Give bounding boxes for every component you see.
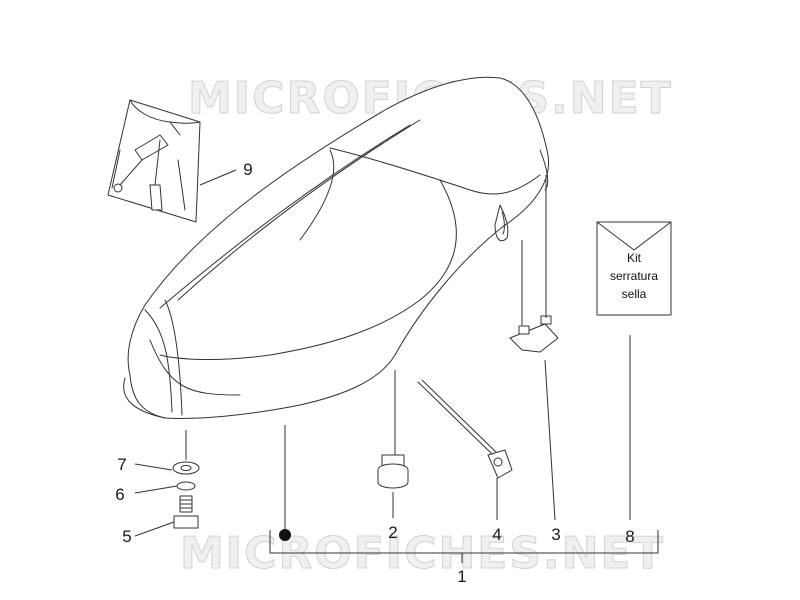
callout-1: 1: [457, 567, 466, 586]
callout-7: 7: [117, 455, 126, 474]
screw-5: [173, 495, 199, 529]
kit-label-line2: serratura: [610, 269, 658, 283]
hinge-bracket: [509, 315, 559, 353]
washer-6: [176, 481, 196, 491]
tool-kit-bag: [107, 99, 201, 223]
washer-7: [172, 461, 200, 475]
rubber-buffer: [377, 454, 409, 489]
callout-4: 4: [492, 525, 501, 544]
callout-6: 6: [115, 485, 124, 504]
callout-5: 5: [122, 527, 131, 546]
seat-lock-kit-pack: Kit serratura sella: [596, 221, 672, 316]
callout-3: 3: [551, 525, 560, 544]
reference-dot: [279, 529, 291, 541]
kit-label-line1: Kit: [627, 251, 642, 265]
callout-2: 2: [388, 523, 397, 542]
cable-tie: [417, 379, 513, 479]
callout-9: 9: [243, 160, 252, 179]
leader-lines: [134, 169, 659, 563]
callout-8: 8: [625, 527, 634, 546]
kit-label-line3: sella: [622, 287, 647, 301]
